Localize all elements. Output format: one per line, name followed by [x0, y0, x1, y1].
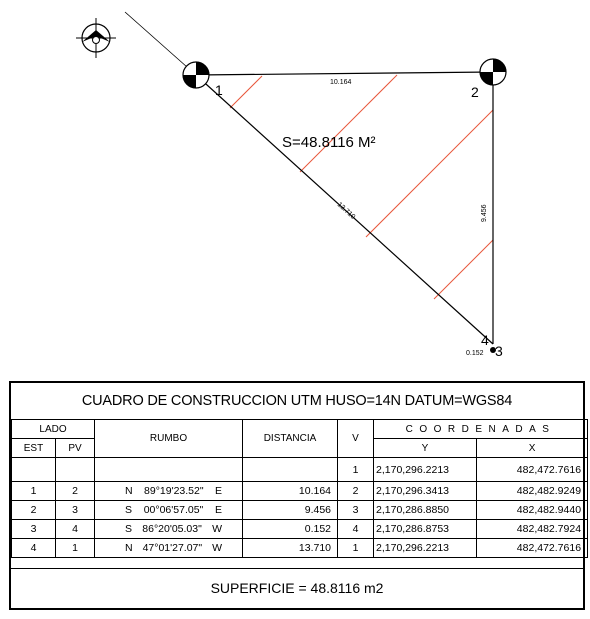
header-rumbo: RUMBO — [94, 419, 244, 458]
table-row-first: 1 2,170,296.2213 482,472.7616 — [11, 457, 589, 482]
side-label-4-1: 13.710 — [336, 201, 357, 221]
rumbo-ns: N — [125, 542, 133, 554]
table-row: 4 1 N 47°01'27.07" W 13.710 1 2,170,296.22… — [11, 538, 589, 558]
cell-pv: 4 — [54, 519, 96, 539]
rumbo-angle: 89°19'23.52" — [144, 485, 204, 497]
cell-v: 4 — [337, 519, 375, 539]
header-pv: PV — [54, 438, 96, 458]
header-row-2: EST PV Y X — [11, 438, 589, 458]
cell-est: 3 — [11, 519, 56, 539]
vertex-marker-1-icon — [182, 61, 210, 89]
cell-pv: 2 — [54, 481, 96, 501]
rumbo-ns: S — [125, 523, 133, 535]
header-lado: LADO — [10, 419, 96, 439]
cell-est: 4 — [11, 538, 56, 558]
north-arrow-icon — [76, 18, 116, 58]
cell-y: 2,170,286.8850 — [373, 500, 478, 520]
area-label: S=48.8116 M² — [282, 134, 376, 151]
rumbo-ew: E — [215, 485, 223, 497]
survey-plan: 1 2 4 3 10.164 9.456 13.710 0.152 S=48.8… — [76, 11, 507, 359]
table-row: 3 4 S 86°20'05.03" W 0.152 4 2,170,286.875… — [11, 519, 589, 539]
cell-v: 1 — [337, 538, 375, 558]
cell-rumbo: N 47°01'27.07" W — [94, 538, 244, 558]
table-row: 2 3 S 00°06'57.05" E 9.456 3 2,170,286.885… — [11, 500, 589, 520]
side-label-1-2: 10.164 — [330, 79, 352, 86]
rumbo-ns: S — [125, 504, 133, 516]
header-distancia: DISTANCIA — [242, 419, 339, 458]
parcel-boundary — [195, 71, 494, 345]
rumbo-ew: E — [214, 504, 222, 516]
cell-distancia: 13.710 — [242, 538, 339, 558]
area-hatching — [229, 74, 494, 300]
cell-x: 482,482.9440 — [476, 500, 589, 520]
header-x: X — [476, 438, 589, 458]
cell-distancia-empty — [242, 457, 339, 482]
cell-distancia: 10.164 — [242, 481, 339, 501]
cell-x: 482,482.9249 — [476, 481, 589, 501]
superficie-total: SUPERFICIE = 48.8116 m2 — [11, 568, 583, 608]
rumbo-ew: W — [212, 523, 222, 535]
cell-v: 3 — [337, 500, 375, 520]
cell-distancia: 0.152 — [242, 519, 339, 539]
vertex-marker-3-icon — [490, 347, 496, 353]
cell-est: 1 — [11, 481, 56, 501]
cell-rumbo: S 86°20'05.03" W — [94, 519, 244, 539]
cell-x: 482,472.7616 — [476, 538, 589, 558]
cell-y: 2,170,296.2213 — [373, 538, 478, 558]
cell-rumbo: S 00°06'57.05" E — [94, 500, 244, 520]
rumbo-ns: N — [125, 485, 133, 497]
cell-y: 2,170,296.2213 — [373, 457, 478, 482]
cell-pv: 3 — [54, 500, 96, 520]
cell-pv-empty — [54, 457, 96, 482]
vertex-label-4: 4 — [481, 332, 489, 348]
cell-x: 482,472.7616 — [476, 457, 589, 482]
table-title: CUADRO DE CONSTRUCCION UTM HUSO=14N DATU… — [11, 383, 583, 420]
cell-v: 2 — [337, 481, 375, 501]
header-y: Y — [373, 438, 478, 458]
header-v: V — [337, 419, 375, 458]
header-coordenadas: COORDENADAS — [373, 419, 589, 439]
rumbo-angle: 86°20'05.03" — [142, 523, 202, 535]
cell-v: 1 — [337, 457, 375, 482]
cell-est-empty — [11, 457, 56, 482]
cell-x: 482,482.7924 — [476, 519, 589, 539]
construction-table: CUADRO DE CONSTRUCCION UTM HUSO=14N DATU… — [9, 381, 589, 610]
table-row: 1 2 N 89°19'23.52" E 10.164 2 2,170,296.34… — [11, 481, 589, 501]
cell-rumbo: N 89°19'23.52" E — [94, 481, 244, 501]
cell-est: 2 — [11, 500, 56, 520]
cell-distancia: 9.456 — [242, 500, 339, 520]
vertex-label-2: 2 — [471, 84, 479, 100]
vertex-label-1: 1 — [215, 82, 223, 98]
cell-y: 2,170,286.8753 — [373, 519, 478, 539]
vertex-marker-2-icon — [479, 58, 507, 86]
cell-rumbo-empty — [94, 457, 244, 482]
vertex-label-3: 3 — [495, 343, 503, 359]
header-est: EST — [11, 438, 56, 458]
header-row-1: LADO RUMBO DISTANCIA V COORDENADAS — [10, 419, 589, 458]
rumbo-ew: W — [212, 542, 223, 554]
coordinates-table: LADO RUMBO DISTANCIA V COORDENADAS EST P… — [10, 419, 589, 558]
rumbo-angle: 47°01'27.07" — [142, 542, 203, 554]
rumbo-angle: 00°06'57.05" — [143, 504, 204, 516]
cell-y: 2,170,296.3413 — [373, 481, 478, 501]
cell-pv: 1 — [54, 538, 96, 558]
side-label-3-4: 0.152 — [466, 350, 484, 357]
side-label-2-3: 9.456 — [481, 204, 488, 222]
diagonal-extension-line — [124, 11, 197, 76]
